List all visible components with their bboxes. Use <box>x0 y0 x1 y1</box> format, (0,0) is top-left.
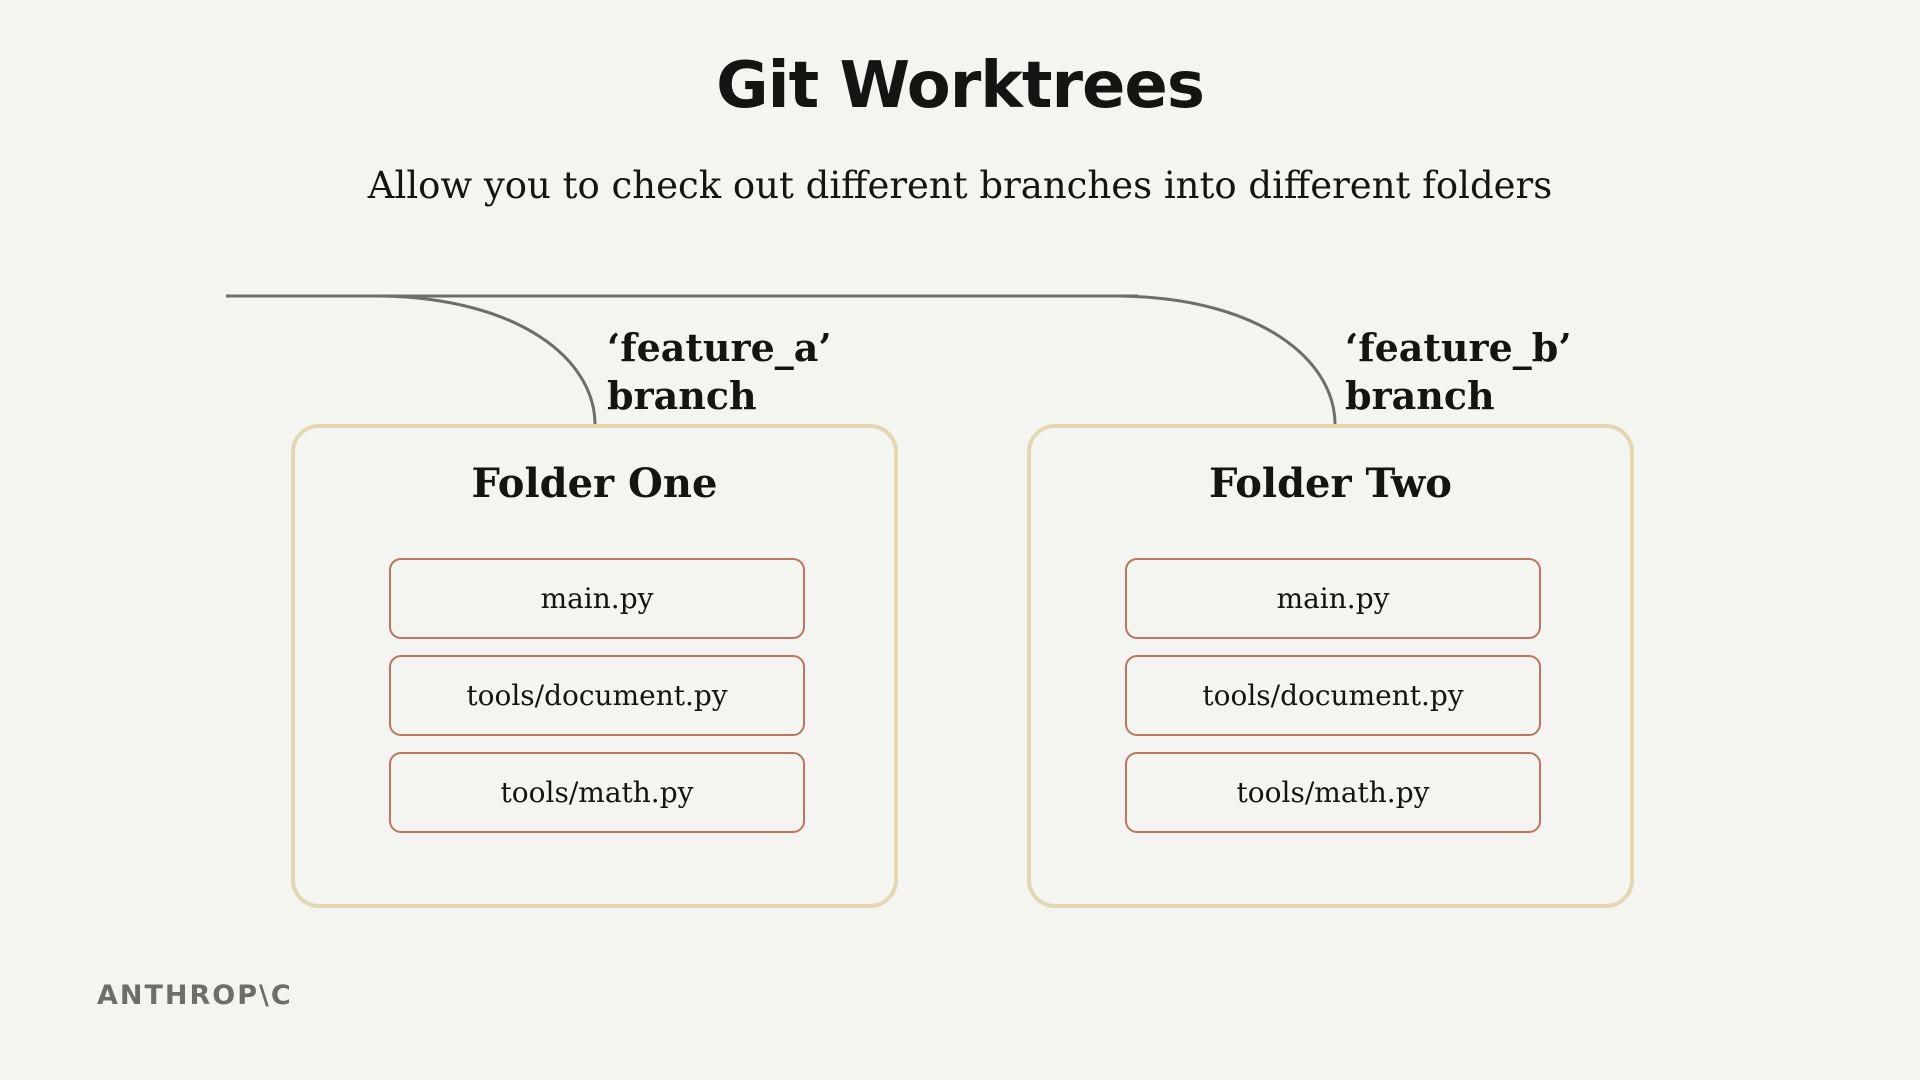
file-item: tools/math.py <box>389 752 805 833</box>
branch-name: ‘feature_b’ <box>1345 325 1572 370</box>
folder-two: Folder Two main.py tools/document.py too… <box>1027 424 1634 908</box>
file-list: main.py tools/document.py tools/math.py <box>389 558 805 849</box>
branch-label-feature-a: ‘feature_a’ branch <box>607 324 832 420</box>
page-subtitle: Allow you to check out different branche… <box>367 164 1553 207</box>
branch-name: ‘feature_a’ <box>607 325 832 370</box>
page-title: Git Worktrees <box>716 49 1205 123</box>
anthropic-logo: ANTHROP\C <box>97 980 293 1011</box>
feature-b-branch-line <box>1119 294 1337 427</box>
folder-one: Folder One main.py tools/document.py too… <box>291 424 898 908</box>
file-item: tools/document.py <box>1125 655 1541 736</box>
folder-title: Folder Two <box>1209 460 1452 507</box>
branch-label-feature-b: ‘feature_b’ branch <box>1345 324 1572 420</box>
branch-kind: branch <box>1345 373 1495 418</box>
branch-kind: branch <box>607 373 757 418</box>
file-item: tools/document.py <box>389 655 805 736</box>
file-item: main.py <box>389 558 805 639</box>
file-item: tools/math.py <box>1125 752 1541 833</box>
feature-a-branch-line <box>379 294 597 427</box>
file-item: main.py <box>1125 558 1541 639</box>
file-list: main.py tools/document.py tools/math.py <box>1125 558 1541 849</box>
folder-title: Folder One <box>471 460 718 507</box>
